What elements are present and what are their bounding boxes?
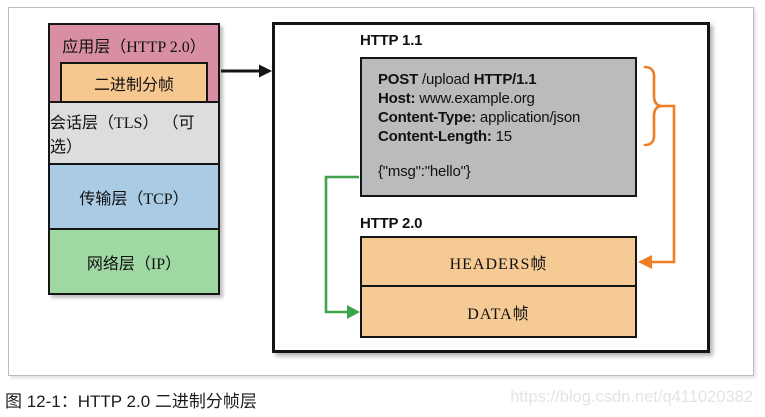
layer-transport-label: 传输层（TCP） <box>79 190 189 208</box>
layer-binary-framing-label: 二进制分帧 <box>93 76 174 94</box>
data-frame-box: DATA帧 <box>360 285 637 338</box>
http20-label: HTTP 2.0 <box>360 215 423 232</box>
layer-transport: 传输层（TCP） <box>48 163 220 230</box>
request-line-content-type: Content-Type: application/json <box>378 109 581 126</box>
figure-caption: 图 12-1：HTTP 2.0 二进制分帧层 <box>5 392 257 411</box>
layer-application-label: 应用层（HTTP 2.0） <box>62 39 206 56</box>
headers-frame-box: HEADERS帧 <box>360 236 637 287</box>
request-line-content-length: Content-Length: 15 <box>378 128 512 145</box>
request-body: {"msg":"hello"} <box>378 163 471 180</box>
http11-label: HTTP 1.1 <box>360 32 423 49</box>
layer-network: 网络层（IP） <box>48 228 220 295</box>
layer-network-label: 网络层（IP） <box>86 255 182 273</box>
protocol-stack: 应用层（HTTP 2.0） 二进制分帧 会话层（TLS） （可选） 传输层（TC… <box>48 23 220 295</box>
watermark-url: https://blog.csdn.net/q411020382 <box>510 388 753 406</box>
detail-panel: HTTP 1.1 POST /upload HTTP/1.1 Host: www… <box>272 22 710 353</box>
request-line-host: Host: www.example.org <box>378 90 535 107</box>
data-frame-label: DATA帧 <box>467 305 530 323</box>
headers-frame-label: HEADERS帧 <box>449 255 548 273</box>
layer-session-label: 会话层（TLS） （可选） <box>50 115 195 156</box>
request-line-start: POST /upload HTTP/1.1 <box>378 71 537 88</box>
request-blank-line <box>378 146 635 162</box>
http11-request-box: POST /upload HTTP/1.1 Host: www.example.… <box>360 57 637 197</box>
layer-binary-framing: 二进制分帧 <box>60 62 208 103</box>
layer-session: 会话层（TLS） （可选） <box>48 101 220 165</box>
